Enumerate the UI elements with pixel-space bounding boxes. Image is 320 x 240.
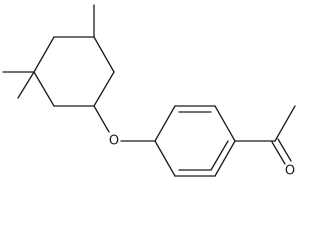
acetyl-group	[234, 105, 296, 165]
bond-methyl-gem-b	[17, 71, 35, 99]
cyclohexane-ring	[33, 36, 115, 107]
bond-c2-c3	[93, 36, 115, 73]
bond-ar6-ar1	[154, 140, 176, 177]
ether-linkage	[93, 105, 156, 142]
bond-ar3-ar4	[214, 105, 236, 142]
aromatic-double-bond-right	[210, 140, 229, 171]
bond-c3-c4	[93, 71, 115, 107]
bond-carbonyl-to-methyl	[274, 105, 296, 142]
bond-ar4-ar5	[214, 140, 236, 177]
carbonyl-oxygen-label: O	[285, 164, 295, 179]
bond-c6-c1	[33, 36, 55, 73]
bond-c5-c6	[33, 71, 55, 107]
atom-labels: O O	[109, 134, 295, 179]
carbonyl-double-bond-b	[277, 138, 292, 162]
bond-ring-to-oxygen	[93, 105, 110, 133]
methyl-groups	[2, 4, 95, 99]
carbonyl-double-bond-a	[271, 141, 286, 165]
bond-ar1-ar2	[154, 105, 176, 142]
ether-oxygen-label: O	[109, 134, 119, 149]
benzene-ring	[154, 105, 236, 177]
chemical-structure-diagram: O O	[2, 4, 296, 179]
